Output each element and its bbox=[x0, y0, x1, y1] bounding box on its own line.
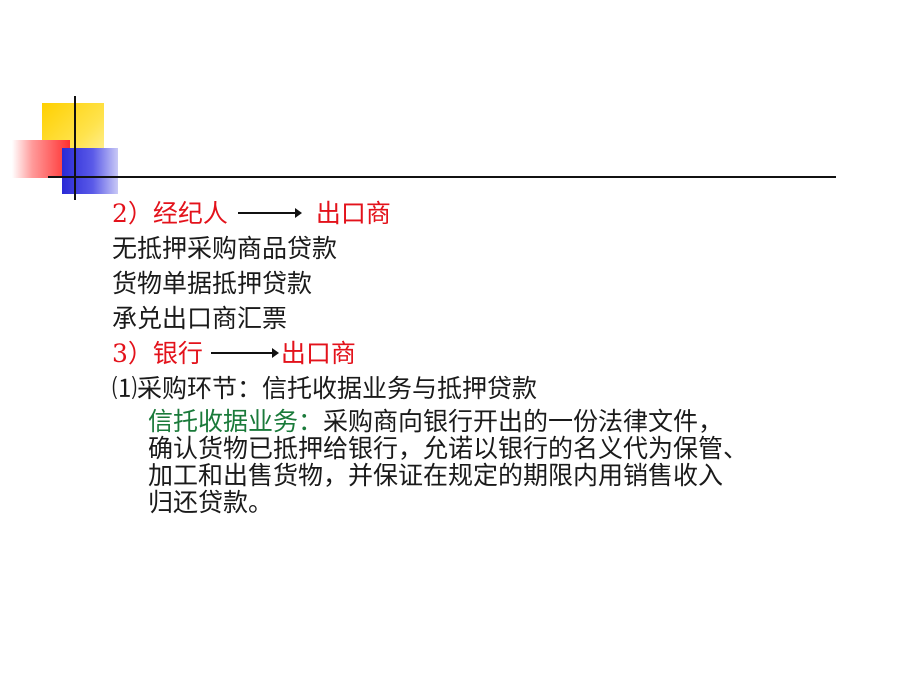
line-accept-draft: 承兑出口商汇票 bbox=[112, 304, 288, 333]
line-unsecured-loan: 无抵押采购商品贷款 bbox=[112, 234, 338, 263]
slide-content: 2）经纪人出口商 无抵押采购商品贷款 货物单据抵押贷款 承兑出口商汇票 3）银行… bbox=[112, 196, 852, 516]
exporter-label: 出口商 bbox=[315, 199, 391, 228]
line-broker-to-exporter: 2）经纪人 出口商 bbox=[112, 196, 852, 231]
exporter-label-2: 出口商 bbox=[280, 339, 356, 368]
logo-vertical-line bbox=[74, 96, 76, 200]
trust-receipt-paragraph: 信托收据业务：采购商向银行开出的一份法律文件， 确认货物已抵押给银行，允诺以银行… bbox=[148, 408, 848, 516]
trust-receipt-term: 信托收据业务： bbox=[148, 407, 324, 436]
logo-red-square bbox=[12, 140, 70, 178]
para-line-3: 加工和出售货物，并保证在规定的期限内用销售收入 bbox=[148, 461, 724, 490]
broker-label: 2）经纪人 bbox=[112, 199, 228, 228]
bank-label: 3）银行 bbox=[112, 339, 203, 368]
line-purchase-stage: ⑴采购环节：信托收据业务与抵押贷款 bbox=[112, 374, 538, 403]
line-document-loan: 货物单据抵押贷款 bbox=[112, 269, 313, 298]
para-line-4: 归还贷款。 bbox=[148, 488, 274, 517]
para-line-1: 信托收据业务：采购商向银行开出的一份法律文件， bbox=[148, 408, 848, 435]
arrow-right-icon bbox=[210, 347, 279, 358]
logo-blue-square bbox=[62, 148, 118, 194]
para-line-2: 确认货物已抵押给银行，允诺以银行的名义代为保管、 bbox=[148, 434, 749, 463]
title-underline bbox=[48, 176, 836, 178]
line-bank-to-exporter: 3）银行 出口商 bbox=[112, 336, 852, 371]
para-text-1: 采购商向银行开出的一份法律文件， bbox=[323, 407, 724, 436]
arrow-right-icon bbox=[237, 207, 302, 218]
